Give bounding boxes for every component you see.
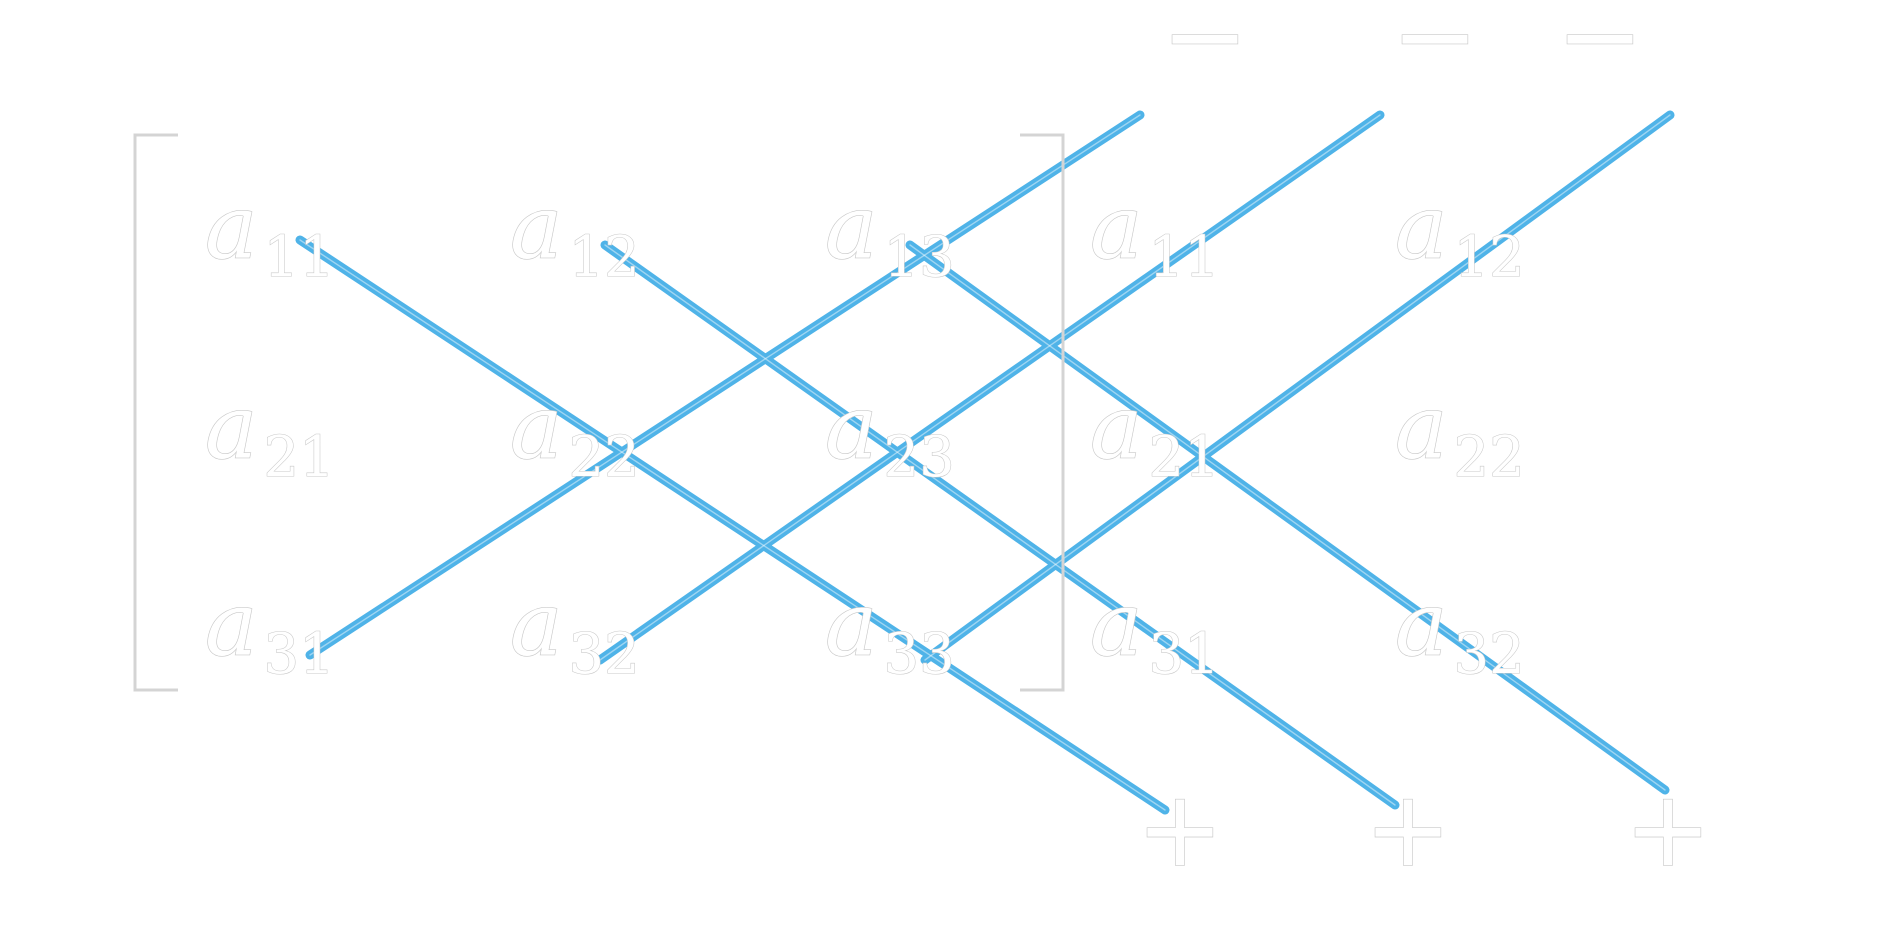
plus-sign-1: + xyxy=(1136,768,1223,890)
minus-sign-3: − xyxy=(1556,0,1643,97)
negative-diagonal-2-core xyxy=(599,114,1381,661)
plus-sign-3: + xyxy=(1624,768,1711,890)
negative-diagonal-3-core xyxy=(924,114,1671,661)
negative-diagonal-1 xyxy=(305,110,1145,660)
positive-diagonal-2-core xyxy=(604,244,1396,806)
positive-diagonal-1-core xyxy=(299,239,1166,811)
positive-diagonal-1 xyxy=(295,235,1170,815)
plus-sign-2: + xyxy=(1364,768,1451,890)
right-bracket xyxy=(1020,133,1065,692)
bottom-sign-row: + + + xyxy=(1136,767,1712,890)
negative-diagonal-3 xyxy=(920,110,1675,665)
left-bracket xyxy=(133,133,178,692)
positive-diagonal-3 xyxy=(905,240,1670,795)
minus-sign-1: − xyxy=(1161,0,1248,97)
positive-diagonal-3-core xyxy=(909,244,1666,791)
negative-diagonal-2 xyxy=(595,110,1385,665)
diagonal-lines xyxy=(295,110,1675,815)
negative-diagonal-1-core xyxy=(309,114,1141,656)
minus-sign-2: − xyxy=(1391,0,1478,97)
positive-diagonal-2 xyxy=(600,240,1400,810)
top-sign-row: − − − xyxy=(1161,0,1644,98)
matrix-brackets xyxy=(133,133,1065,692)
